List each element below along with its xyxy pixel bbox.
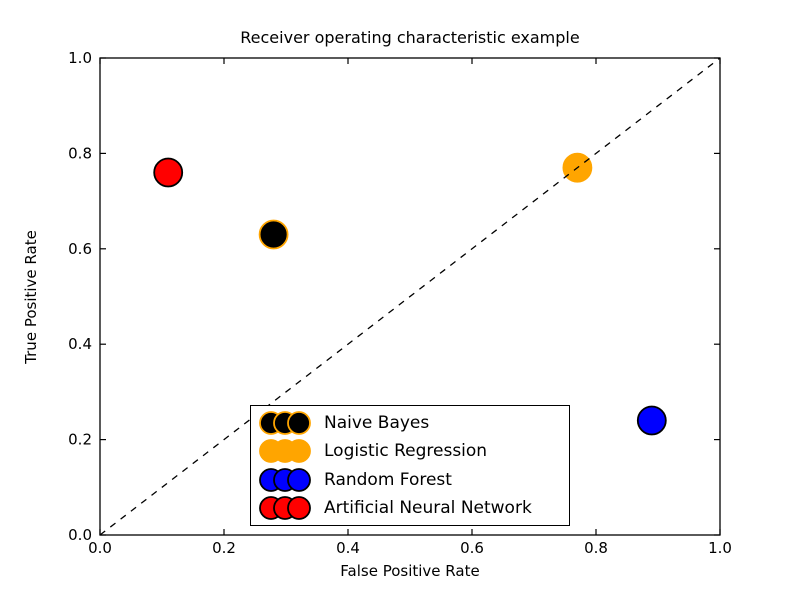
x-tick-label: 0.6 xyxy=(460,539,484,557)
legend-item: Logistic Regression xyxy=(257,437,563,465)
axes-frame xyxy=(99,57,721,536)
y-axis-label: True Positive Rate xyxy=(22,230,40,364)
legend-marker-svg xyxy=(259,411,311,436)
logistic-regression-marker-icon xyxy=(257,438,315,464)
data-point-naive-bayes xyxy=(258,219,289,250)
random-forest-marker-icon xyxy=(257,467,315,493)
legend-marker-circle xyxy=(287,439,311,464)
legend-marker-circle xyxy=(287,467,311,492)
data-point-random-forest xyxy=(636,405,667,436)
legend-label: Artificial Neural Network xyxy=(324,497,532,518)
x-tick-label: 1.0 xyxy=(708,539,732,557)
y-tick-label: 0.2 xyxy=(68,431,92,449)
legend-marker-circle xyxy=(287,411,311,436)
y-tick-label: 0.0 xyxy=(68,526,92,544)
y-tick-label: 1.0 xyxy=(68,49,92,67)
legend-label: Naive Bayes xyxy=(324,413,430,434)
legend-label: Random Forest xyxy=(324,469,452,490)
legend-item: Naive Bayes xyxy=(257,409,563,437)
legend-marker-svg xyxy=(259,439,311,464)
y-tick-label: 0.6 xyxy=(68,240,92,258)
x-tick-label: 0.0 xyxy=(88,539,112,557)
naive-bayes-marker-icon xyxy=(257,410,315,436)
x-axis-label: False Positive Rate xyxy=(340,562,480,580)
x-tick-label: 0.8 xyxy=(584,539,608,557)
legend-marker-svg xyxy=(259,495,311,520)
x-tick-label: 0.4 xyxy=(336,539,360,557)
legend-marker-svg xyxy=(259,467,311,492)
legend-marker-circle xyxy=(287,495,311,520)
x-tick-label: 0.2 xyxy=(212,539,236,557)
legend-item: Random Forest xyxy=(257,466,563,494)
data-point-artificial-neural-network xyxy=(153,157,184,188)
chart-title: Receiver operating characteristic exampl… xyxy=(240,28,580,47)
y-tick-label: 0.4 xyxy=(68,335,92,353)
legend-label: Logistic Regression xyxy=(324,441,488,462)
artificial-neural-network-marker-icon xyxy=(257,495,315,521)
legend: Naive Bayes Logistic Regression Random F… xyxy=(250,405,570,526)
y-tick-label: 0.8 xyxy=(68,144,92,162)
legend-item: Artificial Neural Network xyxy=(257,494,563,522)
diagonal-reference-line xyxy=(99,57,721,536)
